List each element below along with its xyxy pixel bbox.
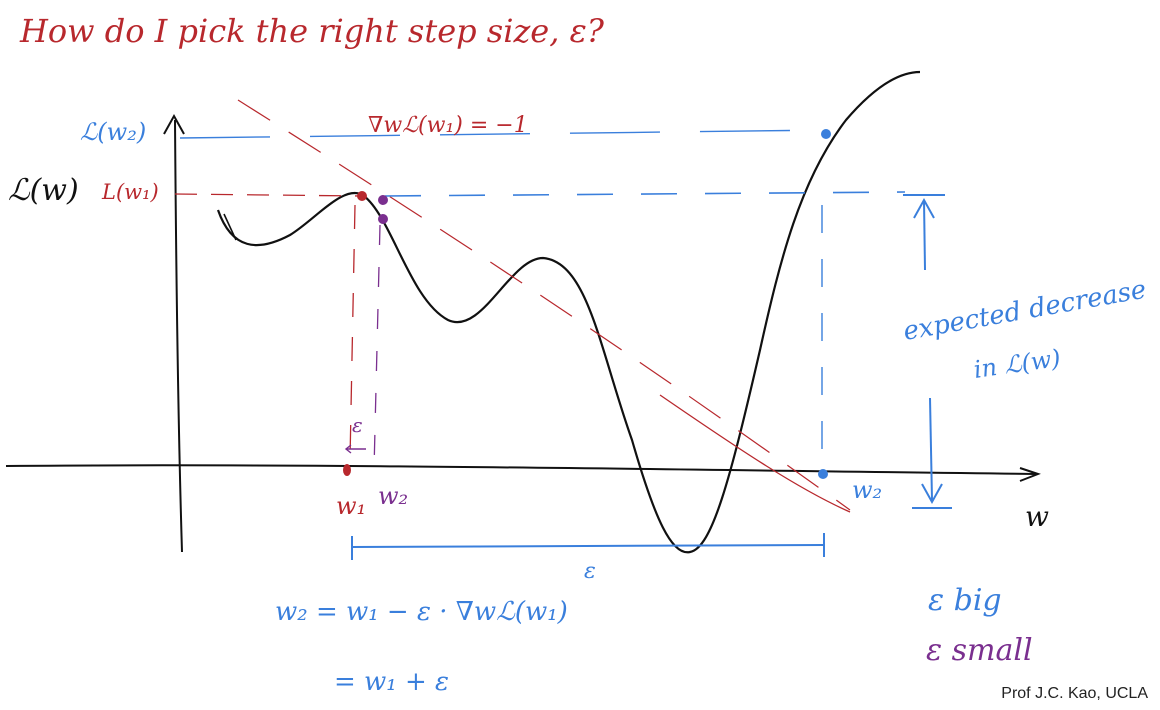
label-w-axis: w — [1025, 500, 1049, 533]
loss-curve-start-stroke — [223, 213, 237, 241]
eps-small-arrowhead — [344, 444, 352, 454]
label-in-L-w: in ℒ(w) — [972, 344, 1062, 384]
slide-title: How do I pick the right step size, ε? — [19, 12, 605, 50]
label-expected-decrease: expected decrease — [901, 275, 1149, 347]
label-w1: w₁ — [336, 492, 366, 520]
bracket-up-arrowhead — [913, 197, 935, 219]
loss-curve — [216, 70, 921, 554]
bracket-upper-stem — [923, 199, 926, 271]
legend-eps-big: ε big — [928, 583, 1002, 618]
label-w2-small: w₂ — [378, 482, 408, 510]
w2-small-vertical-dashed — [373, 224, 381, 471]
label-L-w1: L(w₁) — [101, 180, 159, 204]
y-axis-arrowhead — [163, 113, 185, 135]
update-equation-simplified: = w₁ + ε — [334, 667, 449, 697]
L-w1-blue-dashed-line — [384, 191, 906, 197]
label-eps-big: ε — [584, 559, 596, 584]
x-axis — [5, 464, 1037, 475]
y-axis — [174, 119, 183, 553]
point-w2-small-on-curve — [378, 214, 388, 224]
point-w2-small-upper — [378, 195, 388, 205]
label-gradient: ∇wℒ(w₁) = −1 — [368, 113, 528, 138]
point-w1-on-curve — [357, 191, 367, 201]
point-w2-big-on-axis — [818, 469, 828, 479]
label-eps-small: ε — [352, 413, 363, 437]
point-w2-big-on-curve — [821, 129, 831, 139]
legend-eps-small: ε small — [926, 633, 1033, 668]
tangent-line-dashed — [237, 99, 851, 511]
L-w1-dashed-line — [174, 193, 363, 197]
label-L-w2: ℒ(w₂) — [80, 118, 146, 146]
eps-big-bracket — [351, 544, 825, 548]
point-w1-on-axis — [343, 464, 351, 476]
label-w2-big: w₂ — [852, 476, 882, 504]
tangent-line-solid — [659, 394, 851, 513]
bracket-lower-stem — [929, 397, 933, 501]
credit-text: Prof J.C. Kao, UCLA — [1001, 685, 1148, 702]
bracket-down-arrowhead — [921, 483, 943, 505]
x-axis-arrowhead — [1019, 467, 1041, 482]
label-L-w: ℒ(w) — [8, 173, 79, 208]
update-equation: w₂ = w₁ − ε · ∇wℒ(w₁) — [275, 597, 568, 627]
L-w2-dashed-line — [179, 129, 831, 139]
